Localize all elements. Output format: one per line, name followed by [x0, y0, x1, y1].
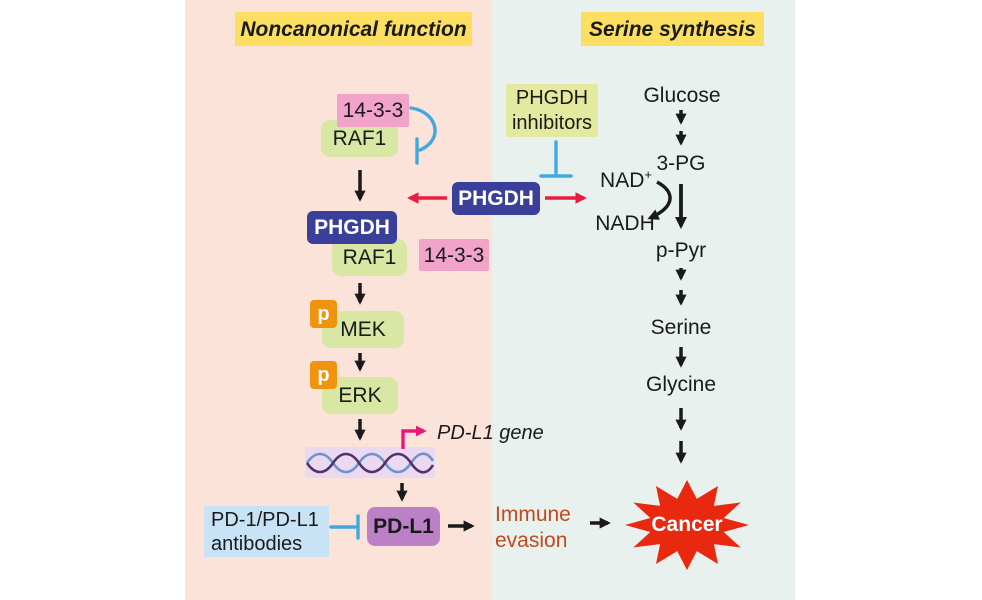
glycine-label: Glycine	[645, 373, 717, 396]
immune-evasion-label: Immune evasion	[495, 503, 571, 552]
ppyr-label: p-Pyr	[655, 239, 707, 262]
pdl1-gene-label: PD-L1 gene	[437, 422, 544, 444]
glucose-label: Glucose	[643, 84, 721, 107]
nad-superscript-plus: +	[644, 167, 652, 182]
cancer-label: Cancer	[651, 513, 723, 536]
dna-helix	[305, 447, 435, 478]
phospho-erk-badge: p	[310, 361, 337, 389]
nad-base-text: NAD	[600, 169, 645, 192]
nad-label: NAD+	[595, 167, 657, 193]
14-3-3-box-displaced: 14-3-3	[419, 239, 489, 271]
dna-strand-blue	[305, 452, 435, 474]
serine-synthesis-title: Serine synthesis	[581, 12, 764, 46]
phgdh-inhibitors-box: PHGDH inhibitors	[506, 84, 598, 137]
14-3-3-box-top: 14-3-3	[337, 94, 409, 127]
pdl1-box: PD-L1	[367, 507, 440, 546]
3pg-label: 3-PG	[656, 152, 706, 175]
phgdh-box-left: PHGDH	[307, 211, 397, 244]
serine-label: Serine	[650, 316, 712, 339]
noncanonical-function-title: Noncanonical function	[235, 12, 472, 46]
pd1-pdl1-antibodies-box: PD-1/PD-L1 antibodies	[204, 506, 329, 557]
dna-helix-drawing	[305, 452, 435, 474]
phgdh-box-center: PHGDH	[452, 182, 540, 215]
dna-strand-purple	[305, 452, 435, 474]
phospho-mek-badge: p	[310, 300, 337, 328]
nadh-label: NADH	[595, 212, 655, 235]
raf1-box-complex: RAF1	[332, 239, 407, 276]
